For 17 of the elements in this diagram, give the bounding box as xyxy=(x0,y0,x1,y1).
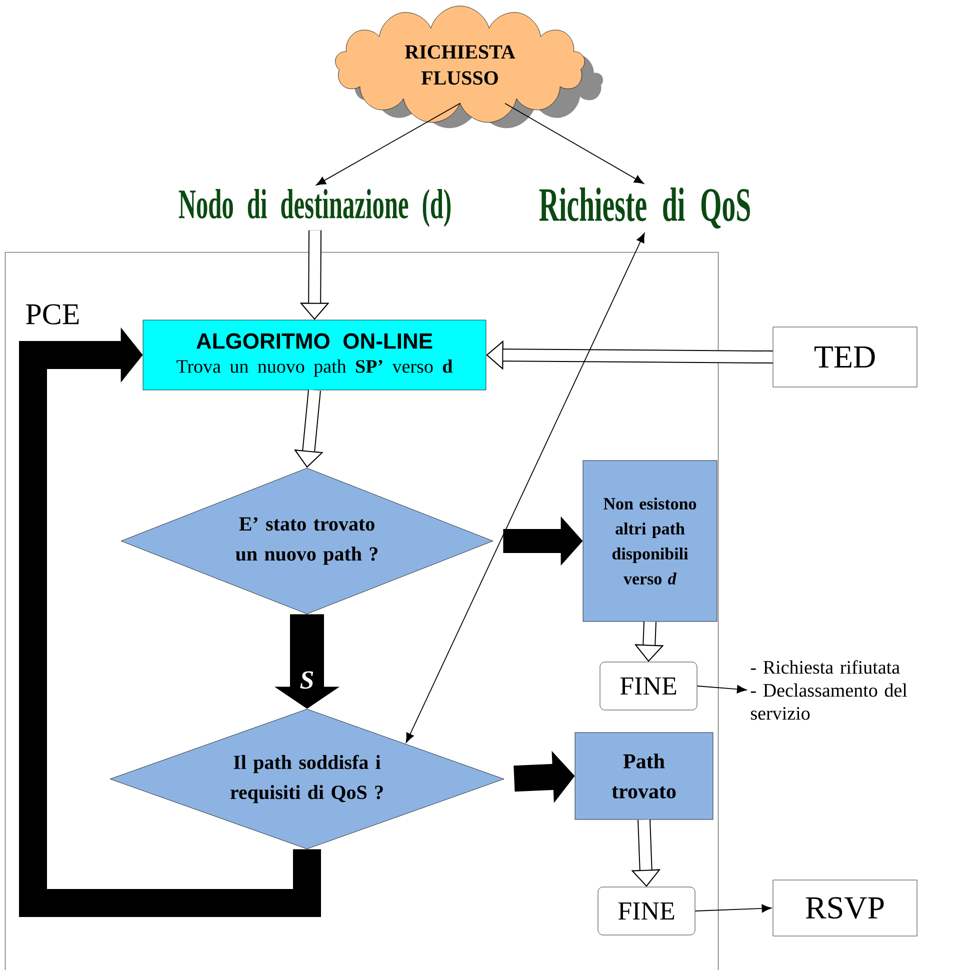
process-box: Path trovato xyxy=(574,732,714,820)
pce-frame xyxy=(5,252,718,970)
outcome-list: - Richiesta rifiutata - Declassamento del servizio xyxy=(750,660,908,720)
frame-title: PCE xyxy=(26,304,79,324)
arrow xyxy=(406,232,645,743)
process-box: ALGORITMO ON-LINE Trova un nuovo path SP’ verso d xyxy=(142,320,486,390)
arrow xyxy=(19,327,321,917)
heading-text: Richieste di QoS xyxy=(539,187,750,229)
arrow xyxy=(504,102,644,184)
edge-label: S xyxy=(300,671,314,689)
system-box: RSVP xyxy=(772,880,918,936)
process-box: Non esistono altri path disponibili verso d xyxy=(582,460,718,622)
arrow xyxy=(694,904,772,913)
arrow xyxy=(696,685,747,694)
system-box: TED xyxy=(772,326,918,388)
arrow xyxy=(316,102,460,186)
heading-text: Nodo di destinazione (d) xyxy=(178,188,451,228)
